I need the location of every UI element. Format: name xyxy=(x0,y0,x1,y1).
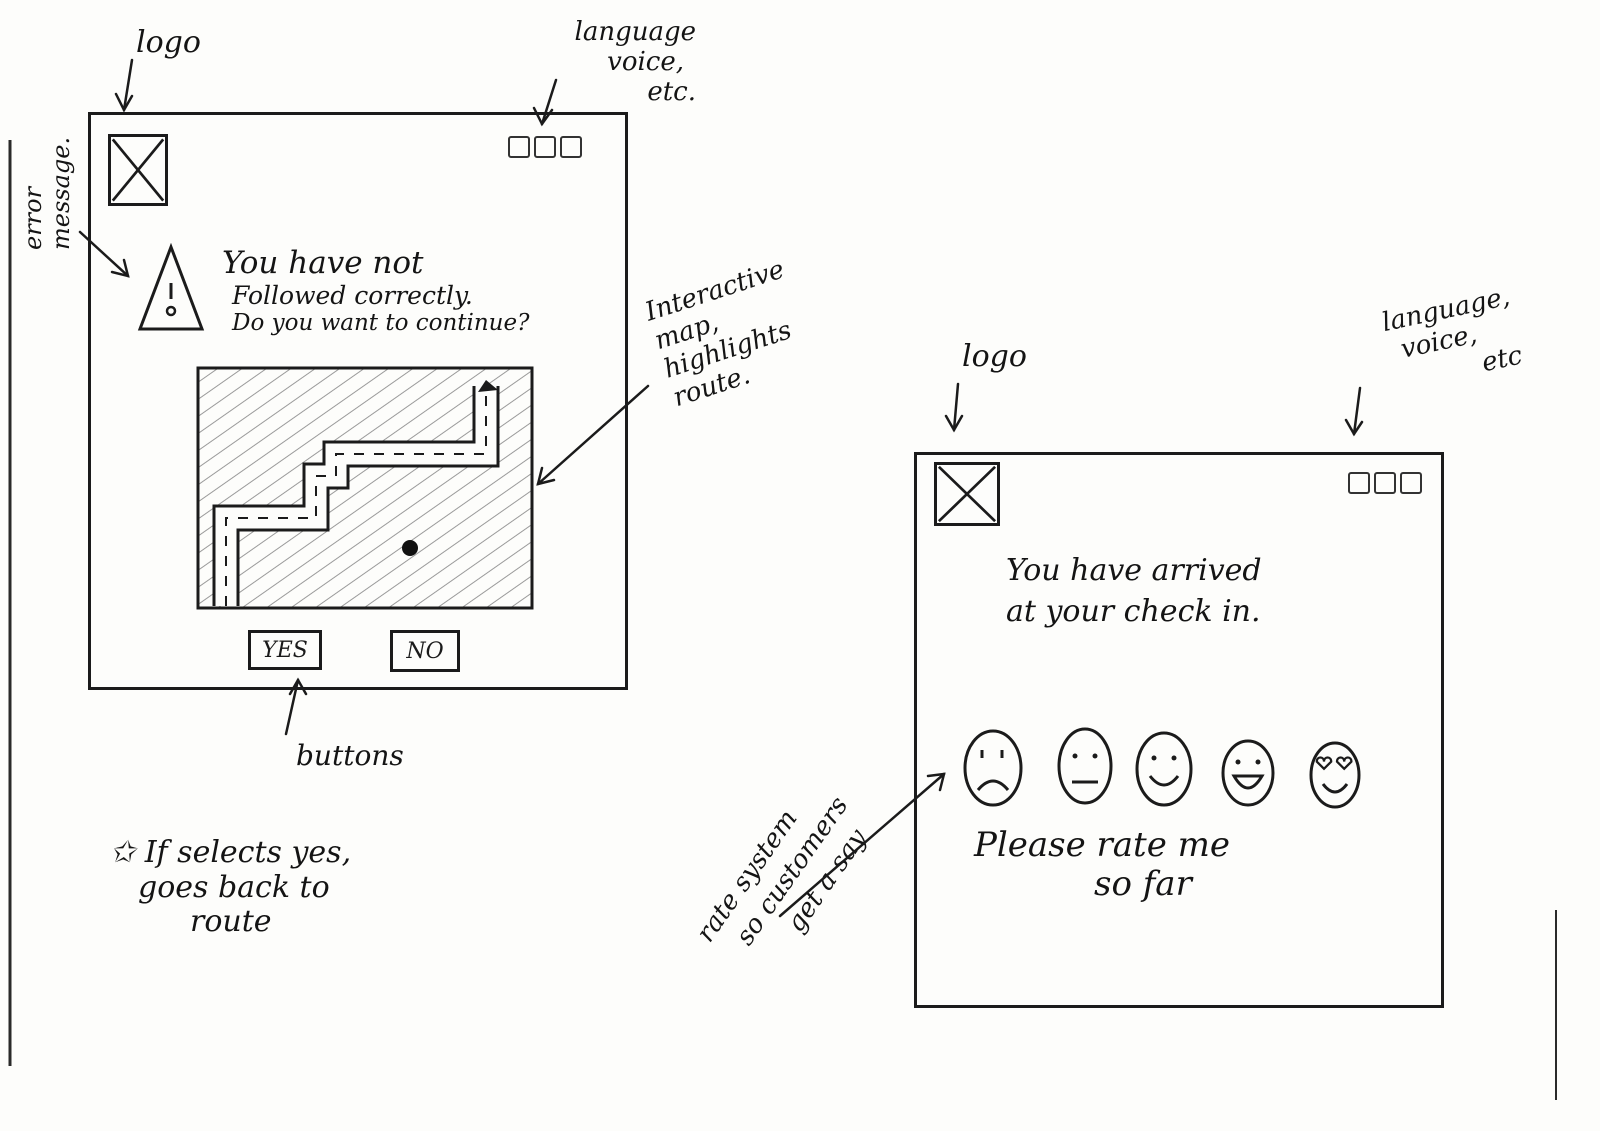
arrival-line-2: at your check in. xyxy=(1006,593,1261,629)
arrival-message: You have arrived at your check in. xyxy=(1006,553,1386,629)
annotation-rate-system: rate system so customers get a say xyxy=(690,771,884,988)
language-icon[interactable] xyxy=(1348,472,1370,494)
voice-icon[interactable] xyxy=(1374,472,1396,494)
right-logo-placeholder xyxy=(934,462,1000,526)
left-settings-icons[interactable] xyxy=(508,136,582,158)
annotation-error-line-1: error xyxy=(19,186,47,250)
warning-icon xyxy=(137,243,205,331)
yes-button[interactable]: YES xyxy=(248,630,322,670)
footnote-line-1-text: If selects yes, xyxy=(144,835,352,870)
error-line-2: Followed correctly. xyxy=(232,280,473,310)
voice-icon[interactable] xyxy=(534,136,556,158)
annotation-language-right: language, voice, etc xyxy=(1350,282,1525,404)
annotation-footnote: ✩ If selects yes, goes back to route xyxy=(110,835,352,940)
left-logo-placeholder xyxy=(108,134,168,206)
footnote-line-1: ✩ If selects yes, xyxy=(110,835,352,871)
error-message-text: You have not Followed correctly. Do you … xyxy=(222,245,642,337)
rating-very-sad-face-icon[interactable] xyxy=(962,728,1024,808)
logo-placeholder-icon xyxy=(111,138,165,202)
footnote-line-3: route xyxy=(190,904,272,939)
error-line-3: Do you want to continue? xyxy=(232,310,530,337)
rating-smile-face-icon[interactable] xyxy=(1134,730,1194,808)
annotation-language-left-line-1: language xyxy=(574,17,696,47)
rating-prompt-line-2: so far xyxy=(1094,864,1192,905)
annotation-language-left: language voice, etc. xyxy=(556,17,696,108)
footnote-line-2: goes back to xyxy=(138,869,330,905)
logo-placeholder-icon xyxy=(937,465,997,523)
rating-happy-face-icon[interactable] xyxy=(1220,738,1276,808)
right-screen-frame xyxy=(914,452,1444,1008)
language-icon[interactable] xyxy=(508,136,530,158)
settings-icon[interactable] xyxy=(560,136,582,158)
annotation-language-left-line-3: etc. xyxy=(647,76,696,107)
annotation-language-left-line-2: voice, xyxy=(607,46,684,77)
annotation-buttons: buttons xyxy=(296,739,404,772)
arrival-line-1: You have arrived xyxy=(1006,553,1262,588)
annotation-map: Interactive map, highlights route. xyxy=(642,254,816,413)
rating-love-face-icon[interactable] xyxy=(1308,740,1362,810)
no-button[interactable]: NO xyxy=(390,630,460,672)
route-arrow-icon xyxy=(478,380,498,392)
settings-icon[interactable] xyxy=(1400,472,1422,494)
annotation-error-message: error message. xyxy=(19,136,75,250)
annotation-error-line-2: message. xyxy=(46,136,75,250)
right-settings-icons[interactable] xyxy=(1348,472,1422,494)
location-marker-icon xyxy=(402,540,418,556)
rating-neutral-face-icon[interactable] xyxy=(1056,726,1114,806)
annotation-logo-left: logo xyxy=(136,25,201,60)
star-icon: ✩ xyxy=(110,835,145,870)
annotation-logo-right: logo xyxy=(962,339,1027,374)
rating-prompt: Please rate me so far xyxy=(974,825,1354,905)
rating-prompt-line-1: Please rate me xyxy=(974,825,1230,865)
interactive-map[interactable] xyxy=(196,366,536,612)
error-line-1: You have not xyxy=(222,245,424,281)
